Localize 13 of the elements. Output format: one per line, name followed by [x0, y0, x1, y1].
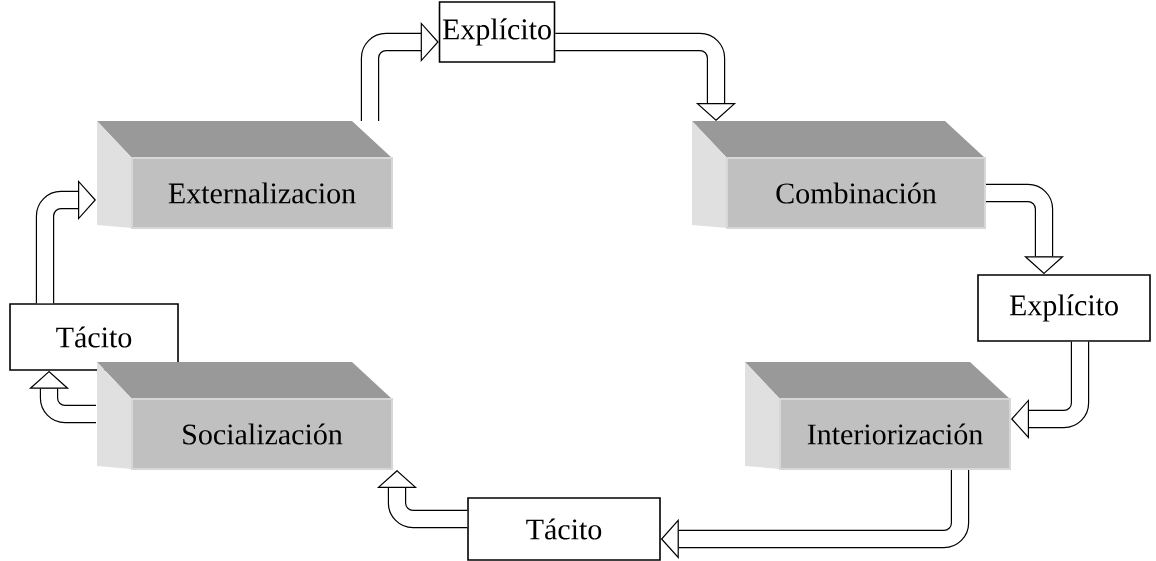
bent-arrow [1011, 341, 1090, 440]
text-box: Explícito [438, 1, 556, 63]
box-3d: Combinación [692, 121, 986, 229]
bent-arrow [360, 21, 439, 121]
text-box: Tácito [467, 497, 661, 561]
bent-arrow [555, 32, 737, 121]
bent-arrow [35, 179, 96, 304]
text-box: Explícito [977, 274, 1151, 342]
text-box: Tácito [9, 303, 179, 371]
box-3d: Socialización [97, 362, 393, 470]
box-3d: Externalizacion [97, 121, 393, 229]
bent-arrow [376, 470, 468, 529]
box-3d: Interiorización [745, 362, 1011, 470]
